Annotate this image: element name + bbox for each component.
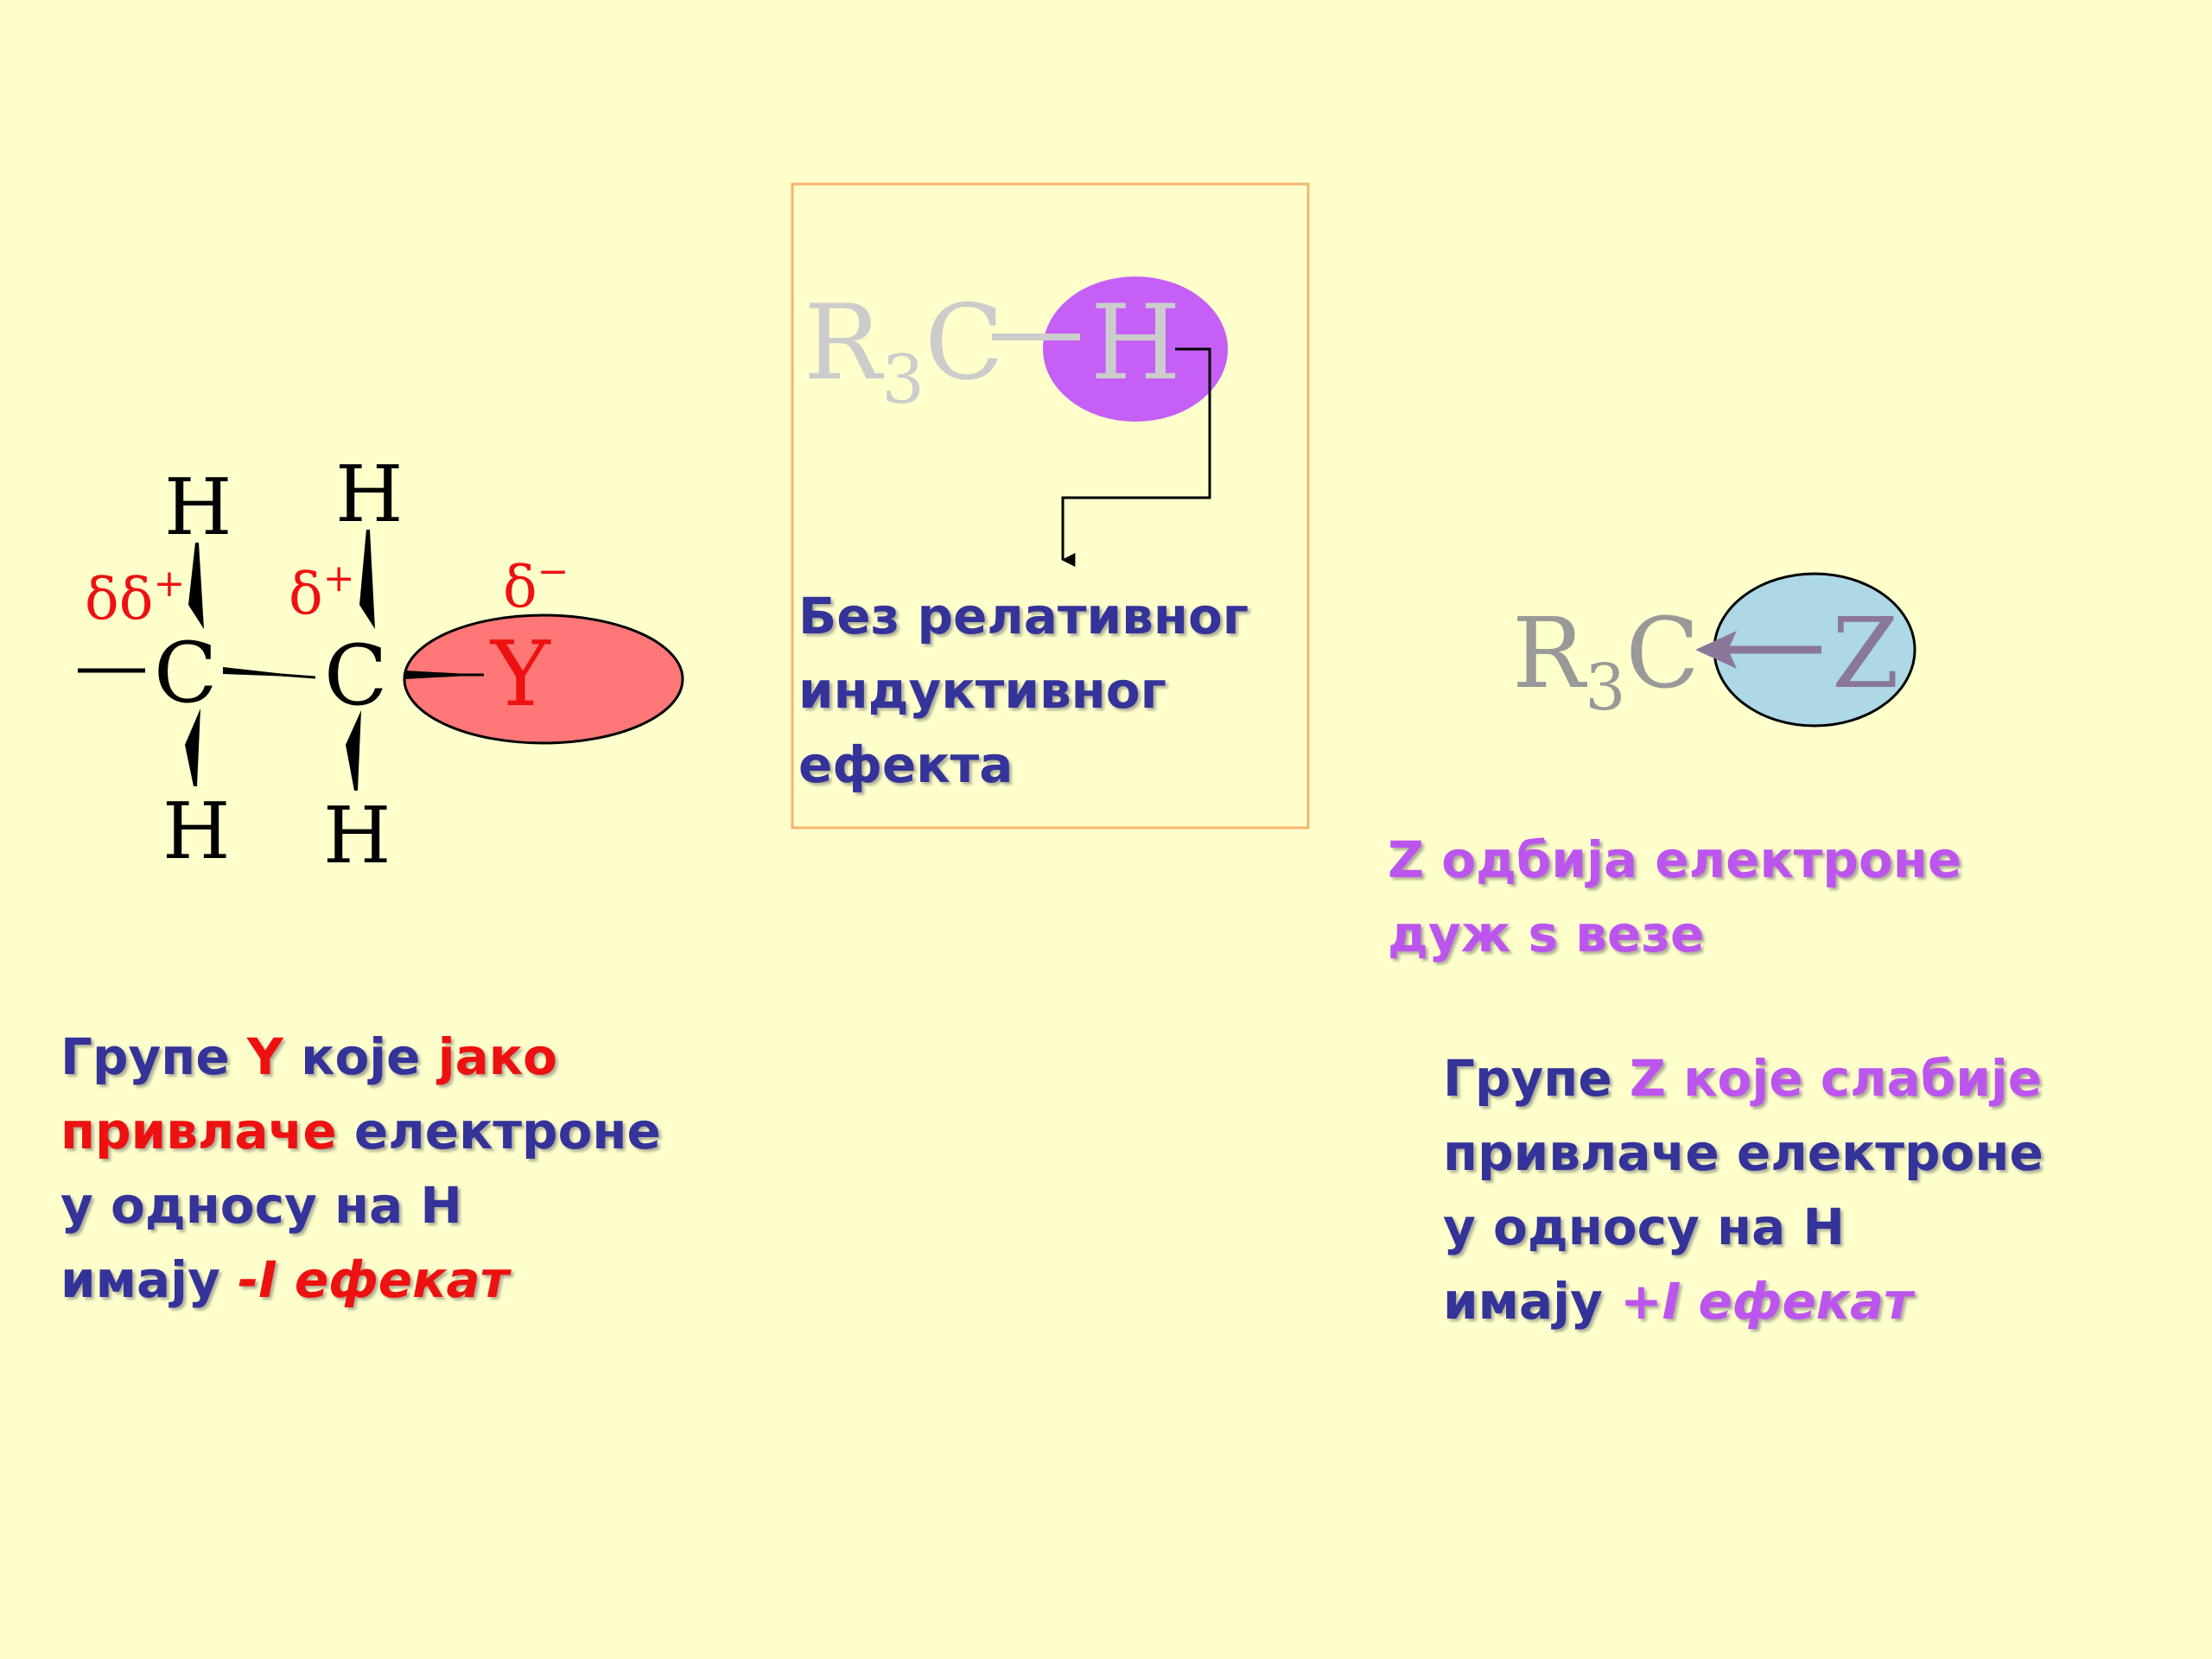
center-frame (791, 182, 1310, 830)
h-bottom-1: H (162, 786, 231, 877)
right-caption-line-3: у односу на H (1443, 1198, 1845, 1256)
right-caption-line-2: привлаче електроне (1443, 1123, 2044, 1182)
center-r3c-label: R3C (804, 283, 1004, 419)
z-atom: Z (1832, 598, 1899, 710)
center-pointer-arrow (1061, 347, 1211, 567)
h2-c2-wedge (359, 530, 375, 629)
h-bottom-2: H (323, 791, 391, 881)
right-caption-line-1: Групе Z које слабије (1443, 1049, 2043, 1108)
hydrogen-ellipse (1043, 276, 1228, 422)
charge-dd-plus: δδ+ (85, 562, 185, 632)
left-caption-line-2: привлаче електроне (60, 1102, 661, 1160)
left-caption-line-1: Групе Y које јако (60, 1027, 557, 1086)
h-top-1: H (164, 462, 232, 553)
y-atom: Y (489, 621, 551, 727)
right-structure: R3C Z (1512, 572, 1916, 728)
charge-d-minus: δ− (503, 550, 569, 620)
right-note-line-1: Z одбија електроне (1388, 830, 1962, 889)
right-r3c-label: R3C (1512, 598, 1700, 725)
center-caption-line-3: ефекта (798, 735, 1014, 794)
center-caption-line-2: индуктивног (798, 661, 1166, 720)
left-caption: Групе Y које јако привлаче електроне у о… (60, 1020, 661, 1317)
left-structure: H H H H C C Y δδ+ δ+ δ− (78, 449, 684, 881)
right-caption-line-4: имају +I ефекат (1443, 1272, 1913, 1331)
h1-c1-wedge (188, 543, 204, 629)
right-bond-arrow-head (1695, 631, 1737, 669)
h4-c2-wedge (346, 710, 361, 791)
charge-d-plus: δ+ (289, 556, 355, 627)
left-caption-line-3: у односу на H (60, 1176, 462, 1235)
center-caption: Без релативног индуктивног ефекта (798, 579, 1249, 802)
right-caption: Групе Z које слабије привлаче електроне … (1443, 1041, 2044, 1338)
left-caption-line-4: имају -I ефекат (60, 1250, 510, 1309)
center-h-label: H (1090, 283, 1181, 404)
h3-c1-wedge (185, 709, 200, 786)
center-structure: R3C H (791, 182, 1310, 830)
right-note: Z одбија електроне дуж s везе (1388, 823, 1961, 971)
h-top-2: H (335, 449, 404, 540)
right-note-line-2: дуж s везе (1388, 905, 1705, 963)
carbon-1: C (154, 625, 217, 721)
carbon-2: C (324, 627, 387, 724)
center-caption-line-1: Без релативног (798, 587, 1249, 645)
